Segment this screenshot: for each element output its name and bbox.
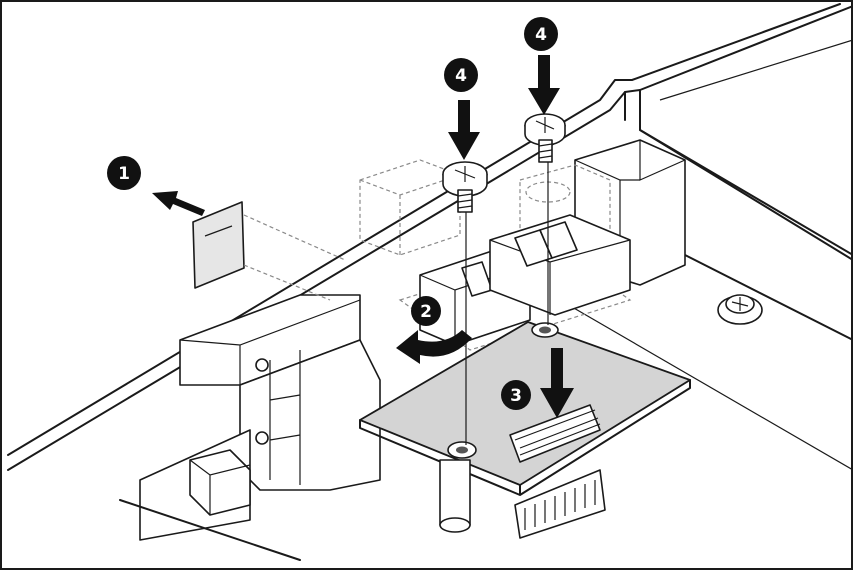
screw-icon	[442, 161, 488, 213]
standoff-screw-icon	[717, 294, 763, 325]
callout-step-2: 2	[411, 296, 441, 326]
callout-step-1: 1	[107, 156, 141, 190]
arrow-icon	[540, 348, 574, 418]
arrow-icon	[396, 330, 472, 364]
arrow-icon	[528, 55, 560, 115]
arrow-icon	[152, 191, 205, 216]
chassis-floor	[559, 129, 853, 471]
svg-text:2: 2	[420, 302, 432, 322]
svg-text:4: 4	[455, 66, 467, 86]
arrow-icon	[448, 100, 480, 160]
port-cover-plate	[192, 201, 346, 301]
screw-icon	[524, 113, 566, 163]
svg-text:3: 3	[510, 386, 522, 406]
left-bracket	[119, 294, 381, 561]
callout-step-4a: 4	[444, 58, 478, 92]
svg-text:4: 4	[535, 25, 547, 45]
screw-guide-lines	[465, 150, 549, 445]
callout-step-4b: 4	[524, 17, 558, 51]
port-cluster	[419, 214, 631, 346]
callout-step-3: 3	[501, 380, 531, 410]
svg-text:1: 1	[118, 164, 130, 184]
